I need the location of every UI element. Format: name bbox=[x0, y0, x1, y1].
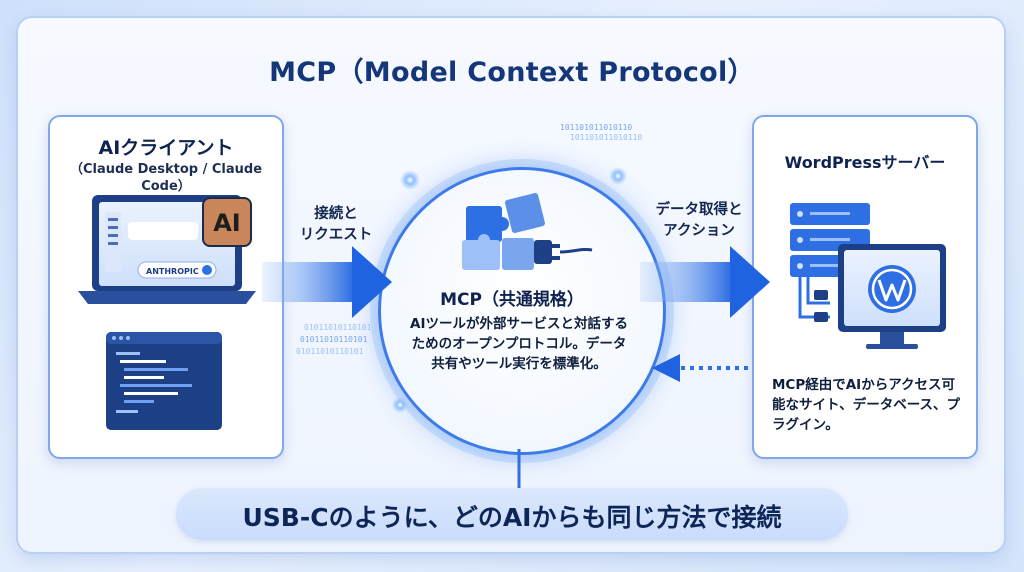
wordpress-server-description: MCP経由でAIからアクセス可能なサイト、データベース、プラグイン。 bbox=[772, 377, 961, 433]
data-arrow-label: データ取得と アクション bbox=[655, 202, 743, 239]
request-arrow bbox=[262, 246, 392, 318]
mcp-standard-description: AIツールが外部サービスと対話するためのオープンプロトコル。データ共有やツール実… bbox=[410, 316, 628, 372]
data-arrow bbox=[640, 246, 770, 318]
diagram-title: MCP（Model Context Protocol） bbox=[269, 57, 755, 88]
mcp-standard-title: MCP（共通規格） bbox=[440, 290, 584, 310]
binary-decoration: 01011010110101 bbox=[296, 347, 364, 356]
binary-decoration: 101101011010110 bbox=[560, 123, 632, 132]
ai-client-subtitle: （Claude Desktop / Claude Code） bbox=[69, 162, 263, 194]
ai-client-title: AIクライアント bbox=[98, 137, 234, 159]
wordpress-logo-icon bbox=[868, 265, 916, 313]
glow-dot bbox=[609, 167, 627, 185]
binary-decoration: 01011010110101 bbox=[304, 323, 372, 332]
anthropic-logo-text: AI bbox=[213, 209, 241, 237]
return-arrow bbox=[652, 354, 748, 382]
code-editor-icon bbox=[106, 332, 222, 430]
tagline-text: USB-Cのように、どのAIからも同じ方法で接続 bbox=[242, 503, 782, 532]
glow-dot bbox=[392, 397, 408, 413]
puzzle-plug-icon bbox=[462, 193, 593, 270]
request-arrow-label: 接続と リクエスト bbox=[299, 206, 373, 243]
chat-brand-label: ANTHROPIC bbox=[146, 267, 199, 276]
tagline-pill bbox=[176, 488, 848, 540]
anthropic-logo-icon bbox=[202, 197, 252, 247]
binary-decoration: 101101011010110 bbox=[570, 133, 642, 142]
glow-dot bbox=[400, 170, 420, 190]
wordpress-server-title: WordPressサーバー bbox=[784, 153, 946, 172]
binary-decoration: 01011010110101 bbox=[300, 335, 368, 344]
